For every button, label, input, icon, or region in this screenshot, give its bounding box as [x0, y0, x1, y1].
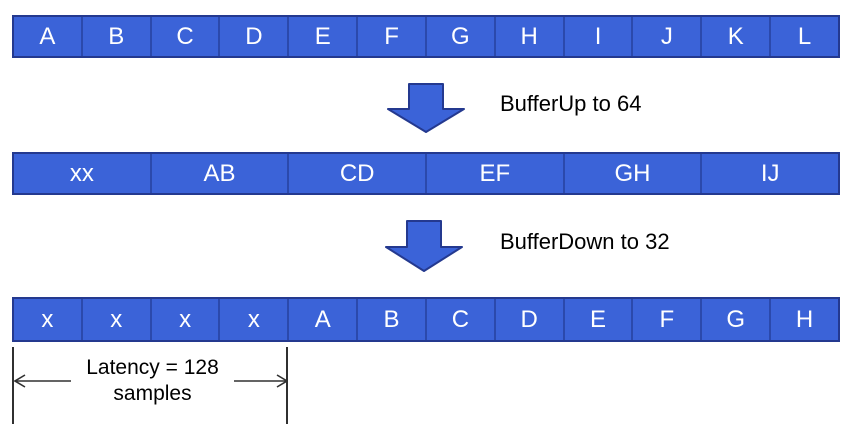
buffer-cell: C	[149, 17, 219, 56]
buffer-cell: CD	[287, 154, 426, 193]
buffer-cell: B	[80, 17, 150, 56]
buffer-cell: K	[700, 17, 770, 56]
buffer-cell: F	[631, 299, 701, 340]
buffer-cell: G	[700, 299, 770, 340]
buffer-cell: B	[356, 299, 425, 340]
left-arrow-icon	[14, 374, 71, 388]
buffer-cell: A	[287, 299, 357, 340]
buffer-cell: D	[218, 17, 288, 56]
buffer-cell: E	[562, 299, 632, 340]
buffer-cell: D	[493, 299, 563, 340]
down-arrow-icon	[387, 83, 465, 133]
buffer-cell: x	[80, 299, 150, 340]
buffer-cell: x	[14, 299, 81, 340]
buffer-cell: F	[356, 17, 425, 56]
buffer-cell: GH	[562, 154, 701, 193]
buffer-cell: H	[769, 299, 838, 340]
buffer-cell: A	[14, 17, 81, 56]
buffer-cell: x	[149, 299, 219, 340]
buffer-cell: H	[493, 17, 563, 56]
bufferup-label: BufferUp to 64	[500, 91, 642, 116]
buffer-cell: J	[631, 17, 701, 56]
latency-label-line2: samples	[113, 382, 192, 405]
buffer-cell: C	[424, 299, 494, 340]
buffer-cell: G	[424, 17, 494, 56]
latency-bound-right-line	[286, 347, 288, 424]
latency-bound-left-line	[12, 347, 14, 424]
bufferdown-label: BufferDown to 32	[500, 229, 670, 254]
buffer-cell: IJ	[700, 154, 839, 193]
right-arrow-icon	[234, 374, 288, 388]
buffer-cell: I	[562, 17, 632, 56]
buffer-cell: EF	[425, 154, 563, 193]
latency-label: Latency = 128 samples	[60, 355, 245, 407]
buffer-cell: AB	[149, 154, 288, 193]
buffer-cell: E	[287, 17, 357, 56]
down-arrow-icon	[385, 220, 463, 272]
buffer-cell: x	[218, 299, 288, 340]
latency-label-line1: Latency = 128	[86, 356, 219, 379]
buffer-cell: L	[769, 17, 838, 56]
buffer-cell: xx	[14, 154, 150, 193]
